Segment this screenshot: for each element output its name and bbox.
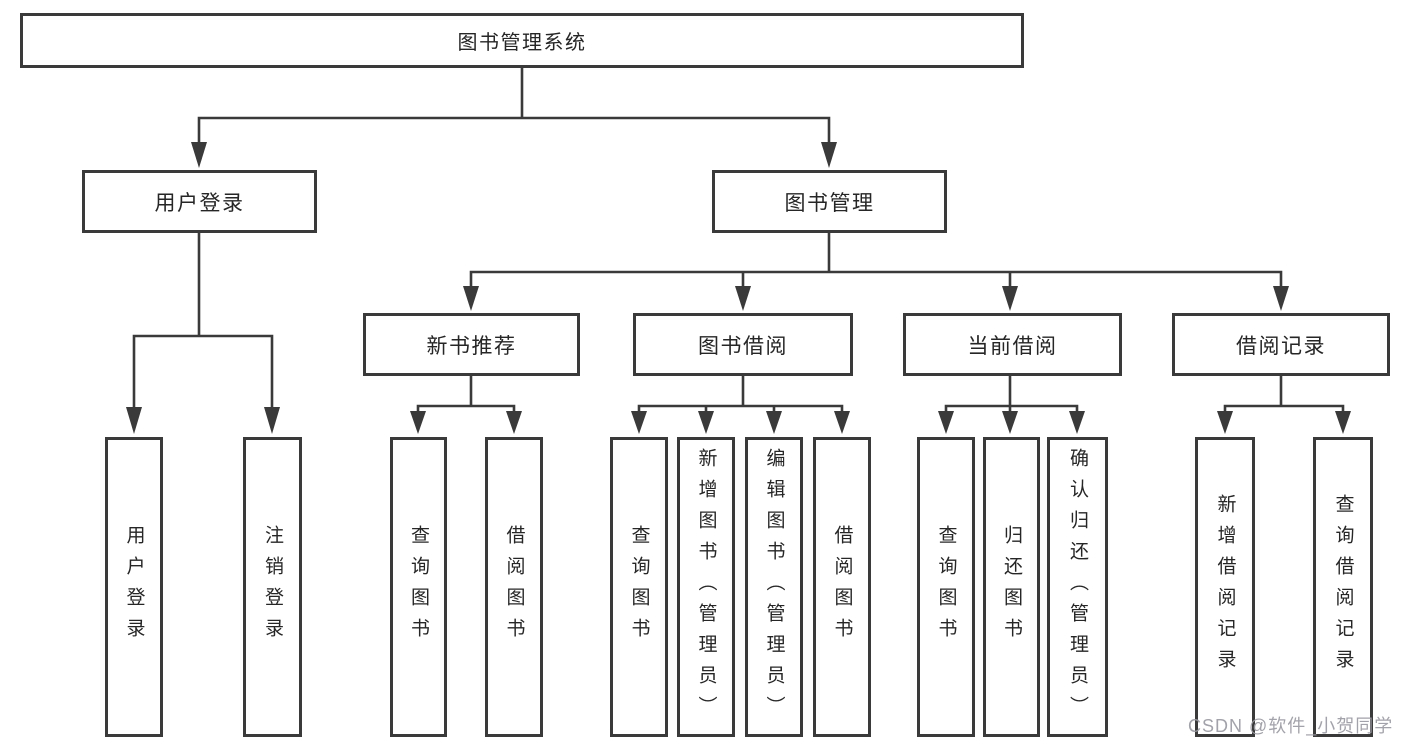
node-label: 注销登录 [262,525,283,649]
node-label: 查询图书 [628,525,650,649]
node-label: 借阅图书 [831,525,853,649]
node-label: 图书管理 [784,191,875,215]
leaf-borrow-books-recommend: 借阅图书 [485,437,543,737]
leaf-borrow-books: 借阅图书 [813,437,871,737]
node-label: 借阅图书 [503,525,525,649]
node-borrowing-records: 借阅记录 [1172,313,1390,376]
leaf-query-books-current: 查询图书 [917,437,975,737]
node-label: 新增图书（管理员） [695,447,717,727]
node-label: 查询图书 [935,525,957,649]
node-label: 用户登录 [154,191,245,215]
node-label: 图书借阅 [698,334,788,358]
node-label: 用户登录 [123,525,145,649]
leaf-query-books-recommend: 查询图书 [390,437,447,737]
node-library-management-system: 图书管理系统 [20,13,1024,68]
leaf-user-login: 用户登录 [105,437,163,737]
node-user-login: 用户登录 [82,170,317,233]
node-label: 确认归还（管理员） [1067,447,1088,727]
leaf-query-books-borrow: 查询图书 [610,437,668,737]
leaf-return-books: 归还图书 [983,437,1040,737]
leaf-query-borrow-record: 查询借阅记录 [1313,437,1373,737]
node-label: 新增借阅记录 [1214,494,1236,680]
node-book-management: 图书管理 [712,170,947,233]
node-label: 借阅记录 [1236,334,1326,358]
node-label: 图书管理系统 [457,32,587,54]
arrowheads [126,142,1351,434]
node-label: 新书推荐 [426,334,517,358]
node-new-book-recommendation: 新书推荐 [363,313,580,376]
watermark: CSDN @软件_小贺同学 [1188,716,1394,736]
leaf-add-borrow-record: 新增借阅记录 [1195,437,1255,737]
node-label: 查询图书 [408,525,429,649]
leaf-edit-books-admin: 编辑图书（管理员） [745,437,803,737]
node-label: 编辑图书（管理员） [763,447,785,727]
node-current-borrowing: 当前借阅 [903,313,1122,376]
node-book-borrowing: 图书借阅 [633,313,853,376]
node-label: 归还图书 [1001,525,1022,649]
leaf-add-books-admin: 新增图书（管理员） [677,437,735,737]
leaf-confirm-return-admin: 确认归还（管理员） [1047,437,1108,737]
leaf-logout: 注销登录 [243,437,302,737]
node-label: 当前借阅 [967,334,1058,358]
node-label: 查询借阅记录 [1332,494,1354,680]
